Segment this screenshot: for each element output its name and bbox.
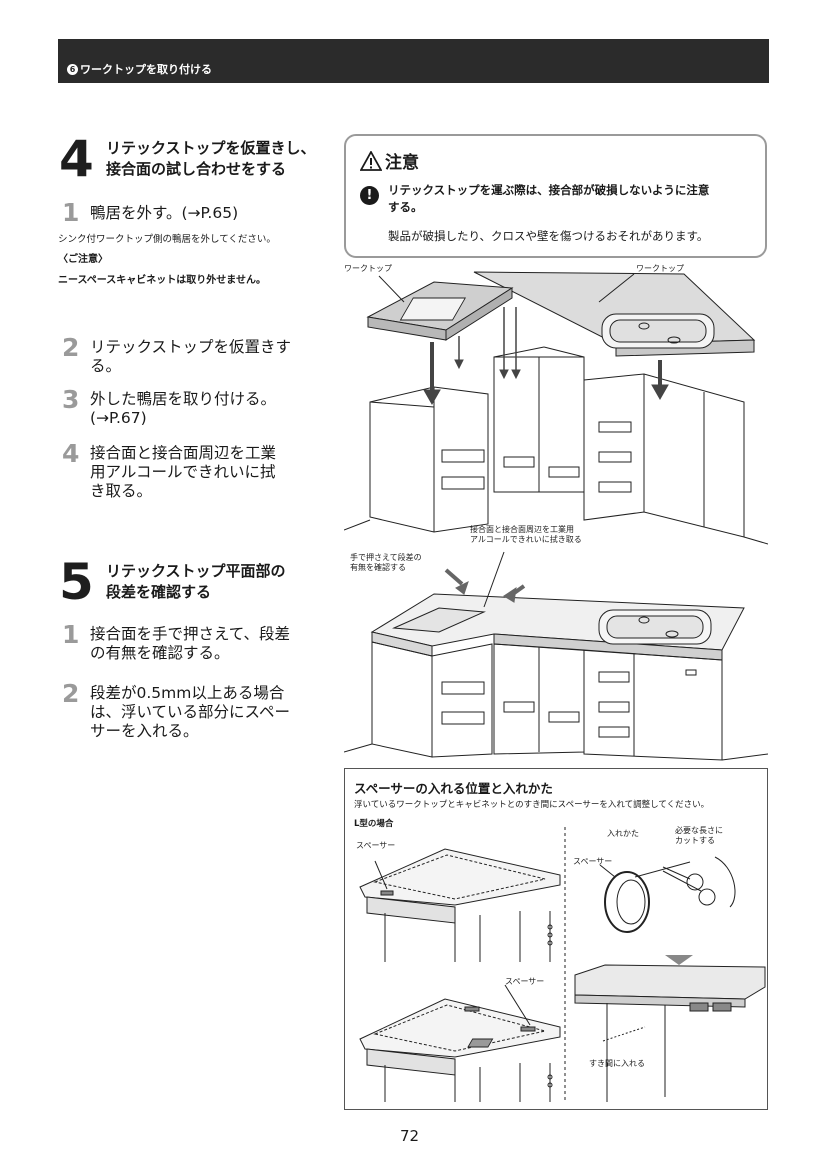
step-4-3-line1: 外した鴨居を取り付ける。	[90, 390, 277, 408]
kitchen-joined-illustration	[343, 551, 769, 761]
spacer-label-1: スペーサー	[356, 841, 396, 850]
spacer-box-title: スペーサーの入れる位置と入れかた	[354, 781, 553, 796]
note-line: シンク付ワークトップ側の鴨居を外してください。	[58, 234, 276, 245]
section-5-title-line1: リテックストップ平面部の	[106, 562, 286, 580]
press-label-line2: 有無を確認する	[350, 563, 406, 572]
step-5-1-line2: の有無を確認する。	[90, 644, 230, 662]
cut-label: 必要な長さに カットする	[675, 826, 723, 846]
caution-box: 注意 ! リテックストップを運ぶ際は、接合部が破損しないように注意 する。 製品…	[344, 134, 767, 258]
insert-label: すき間に入れる	[589, 1059, 645, 1068]
exclamation-icon: !	[360, 186, 379, 205]
caution-title: 注意	[360, 148, 419, 173]
cut-label-line2: カットする	[675, 836, 715, 845]
step-5-1-text: 接合面を手で押さえて、段差 の有無を確認する。	[90, 625, 290, 663]
spacer-label-3: スペーサー	[573, 857, 613, 866]
page-number: 72	[400, 1127, 420, 1145]
section-4-title: リテックストップを仮置きし、 接合面の試し合わせをする	[106, 138, 316, 180]
caution-title-text: 注意	[385, 153, 419, 173]
worktop-label-left: ワークトップ	[344, 264, 392, 273]
kitchen-placement-illustration	[343, 271, 769, 545]
press-label: 手で押さえて段差の 有無を確認する	[350, 553, 422, 573]
step-4-3-number: 3	[62, 385, 80, 414]
step-4-2-line2: る。	[90, 357, 122, 375]
step-4-4-text: 接合面と接合面周辺を工業 用アルコールできれいに拭 き取る。	[90, 444, 276, 501]
section-5-title-line2: 段差を確認する	[106, 583, 212, 601]
caution-main-line2: する。	[388, 200, 423, 214]
spacer-illustrations	[359, 827, 766, 1102]
section-4-title-line2: 接合面の試し合わせをする	[106, 160, 287, 178]
caution-heading: 〈ご注意〉	[58, 254, 108, 265]
chapter-title-text: ワークトップを取り付ける	[80, 63, 212, 76]
section-5-title: リテックストップ平面部の 段差を確認する	[106, 561, 286, 603]
step-5-2-line1: 段差が0.5mm以上ある場合	[90, 684, 285, 702]
diagram-step-check: 接合面と接合面周辺を工業用 アルコールできれいに拭き取る 手で押さえて段差の 有…	[343, 522, 769, 762]
caution-text: ニースペースキャビネットは取り外せません。	[58, 275, 266, 286]
step-4-2-text: リテックストップを仮置きす る。	[90, 338, 291, 376]
caution-sub-text: 製品が破損したり、クロスや壁を傷つけるおそれがあります。	[388, 229, 709, 243]
step-4-2-number: 2	[62, 333, 80, 362]
press-label-line1: 手で押さえて段差の	[350, 553, 422, 562]
step-5-2-line2: は、浮いている部分にスペー	[90, 703, 290, 721]
wipe-label-line2: アルコールできれいに拭き取る	[470, 535, 582, 544]
step-4-4-number: 4	[62, 439, 80, 468]
warning-triangle-icon	[360, 150, 382, 171]
chapter-header-bar: 6 ワークトップを取り付ける	[58, 39, 769, 83]
chapter-title: 6 ワークトップを取り付ける	[67, 61, 212, 77]
caution-main-text: リテックストップを運ぶ際は、接合部が破損しないように注意 する。	[388, 182, 758, 216]
step-4-3-text: 外した鴨居を取り付ける。 (→P.67)	[90, 390, 276, 428]
circled-number-mark: 6	[67, 63, 78, 75]
section-4-title-line1: リテックストップを仮置きし、	[106, 139, 316, 157]
step-4-1-text: 鴨居を外す。(→P.65)	[90, 204, 239, 222]
caution-main-line1: リテックストップを運ぶ際は、接合部が破損しないように注意	[388, 183, 710, 197]
l-case-label: L型の場合	[354, 819, 394, 829]
wipe-label-line1: 接合面と接合面周辺を工業用	[470, 525, 574, 534]
wipe-label: 接合面と接合面周辺を工業用 アルコールできれいに拭き取る	[470, 525, 582, 545]
step-4-4-line2: 用アルコールできれいに拭	[90, 463, 276, 481]
section-4-number: 4	[59, 130, 94, 188]
step-5-2-line3: サーを入れる。	[90, 722, 199, 740]
step-5-1-number: 1	[62, 620, 80, 649]
step-5-1-line1: 接合面を手で押さえて、段差	[90, 625, 290, 643]
cut-label-line1: 必要な長さに	[675, 826, 723, 835]
worktop-label-right: ワークトップ	[636, 264, 684, 273]
step-4-4-line3: き取る。	[90, 482, 153, 500]
step-5-2-number: 2	[62, 679, 80, 708]
spacer-label-2: スペーサー	[505, 977, 545, 986]
step-4-2-line1: リテックストップを仮置きす	[90, 338, 292, 356]
how-to-label: 入れかた	[607, 829, 639, 838]
spacer-instructions-box: スペーサーの入れる位置と入れかた 浮いているワークトップとキャビネットとのすき間…	[344, 768, 768, 1110]
step-5-2-text: 段差が0.5mm以上ある場合 は、浮いている部分にスペー サーを入れる。	[90, 684, 290, 741]
diagram-temporary-placement: ワークトップ ワークトップ	[343, 262, 769, 547]
section-5-number: 5	[59, 553, 94, 611]
step-4-3-line2: (→P.67)	[90, 409, 147, 427]
step-4-4-line1: 接合面と接合面周辺を工業	[90, 444, 277, 462]
step-4-1-number: 1	[62, 198, 80, 227]
spacer-box-description: 浮いているワークトップとキャビネットとのすき間にスペーサーを入れて調整してくださ…	[354, 800, 710, 810]
